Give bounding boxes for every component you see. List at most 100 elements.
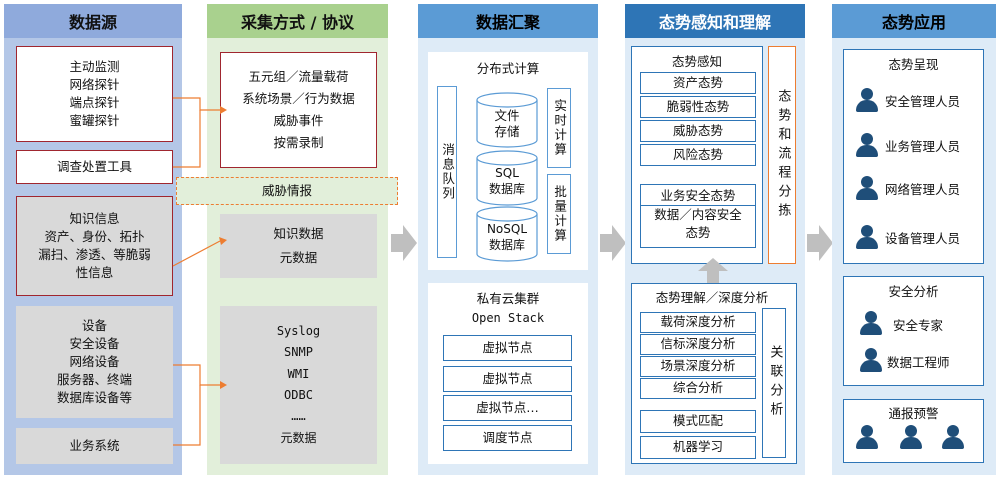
endpoint-probe: 端点探针 (69, 95, 120, 110)
nosql-db-label: NoSQL 数据库 (476, 218, 538, 258)
private-cloud-title: 私有云集群 (476, 291, 540, 306)
flow-arrow-3 (807, 225, 833, 261)
user-icon (900, 425, 922, 449)
sense-item-label: 风险态势 (672, 146, 723, 162)
analysis-label: 综合分析 (672, 380, 723, 396)
ml-box: 机器学习 (640, 436, 756, 459)
sense-title: 态势感知 (671, 54, 722, 69)
up-arrow (698, 258, 728, 284)
user-icon (860, 348, 882, 372)
user-icon (860, 311, 882, 335)
security-analysis-title: 安全分析 (888, 284, 939, 299)
header-label: 数据源 (68, 13, 117, 32)
message-queue-box: 消息队列 (437, 86, 457, 258)
flow-sorting-label: 态势和流程分拣 (775, 88, 791, 222)
flow-arrow-2 (600, 225, 626, 261)
investigation-tool-box: 调查处置工具 (16, 150, 173, 184)
role-label: 安全管理人员 (885, 94, 961, 109)
sense-item: 威胁态势 (640, 120, 756, 142)
batch-compute-box: 批量计算 (547, 174, 571, 254)
header-data-source: 数据源 (4, 4, 182, 38)
threat-intel-box: 威胁情报 (176, 177, 398, 205)
knowledge-box: 知识信息 资产、身份、拓扑 漏扫、渗透、等脆弱 性信息 (16, 196, 173, 296)
protocol-wmi: WMI (287, 366, 310, 381)
sql-db-cylinder (476, 150, 538, 206)
nosql-db-cylinder (476, 206, 538, 262)
active-monitoring-box: 主动监测 网络探针 端点探针 蜜罐探针 (16, 46, 173, 142)
protocol-syslog: Syslog (276, 323, 321, 338)
knowledge-vuln-2: 性信息 (75, 265, 114, 281)
knowledge-data-box: 知识数据 元数据 (220, 214, 377, 278)
flow-collection-box: 五元组／流量载荷 系统场景／行为数据 威胁事件 按需录制 (220, 52, 377, 168)
active-title: 主动监测 (69, 58, 120, 74)
biz-security-box: 业务安全态势 数据／内容安全 态势 (640, 184, 756, 248)
presentation-title: 态势呈现 (888, 57, 939, 72)
file-storage-label: 文件 存储 (476, 104, 538, 144)
flow-item: 按需录制 (273, 135, 324, 151)
metadata: 元数据 (279, 250, 318, 265)
analysis-label: 场景深度分析 (660, 358, 736, 374)
analyst-label: 数据工程师 (887, 355, 950, 370)
knowledge-asset: 资产、身份、拓扑 (44, 228, 145, 244)
sense-item-label: 资产态势 (672, 74, 723, 90)
scheduler-node: 调度节点 (443, 425, 572, 451)
sql-l1: SQL (495, 166, 519, 181)
protocol-ellipsis: …… (291, 409, 306, 424)
sense-item-label: 威胁态势 (672, 122, 723, 138)
knowledge-title: 知识信息 (69, 210, 120, 226)
file-l2: 存储 (494, 124, 520, 139)
honeypot-probe: 蜜罐探针 (69, 113, 120, 129)
user-icon (856, 133, 878, 157)
understand-title: 态势理解／深度分析 (655, 290, 769, 305)
sense-item-label: 脆弱性态势 (666, 98, 730, 114)
sql-l2: 数据库 (488, 182, 525, 196)
flow-item: 五元组／流量载荷 (248, 68, 349, 84)
user-icon (942, 425, 964, 449)
knowledge-data: 知识数据 (273, 225, 324, 241)
header-aggregation: 数据汇聚 (418, 4, 598, 38)
header-label: 数据汇聚 (475, 13, 540, 32)
flow-item: 系统场景／行为数据 (242, 90, 355, 106)
batch-label: 批量计算 (552, 185, 568, 243)
connector-lines (172, 97, 227, 446)
node-label: 虚拟节点… (476, 399, 539, 415)
virtual-node: 虚拟节点… (443, 395, 572, 421)
openstack-label: Open Stack (471, 311, 545, 325)
correlation-label: 关联分析 (767, 345, 783, 421)
user-icon (856, 176, 878, 200)
analysis-label: 信标深度分析 (660, 336, 736, 352)
user-icon (856, 225, 878, 249)
business-system-box: 业务系统 (16, 428, 173, 464)
analyst-label: 安全专家 (893, 318, 944, 333)
analysis-item: 信标深度分析 (640, 334, 756, 355)
alert-title: 通报预警 (888, 406, 939, 421)
virtual-node: 虚拟节点 (443, 335, 572, 361)
file-storage-cylinder (476, 92, 538, 148)
pattern-match-box: 模式匹配 (640, 410, 756, 433)
flow-arrow-1 (391, 225, 417, 261)
header-awareness: 态势感知和理解 (625, 4, 805, 38)
analysis-label: 载荷深度分析 (660, 314, 736, 330)
investigation-tool-label: 调查处置工具 (56, 158, 132, 174)
header-label: 态势应用 (881, 13, 946, 32)
threat-intel-label: 威胁情报 (261, 182, 312, 198)
distributed-title: 分布式计算 (476, 61, 540, 76)
sense-item: 脆弱性态势 (640, 96, 756, 118)
node-label: 虚拟节点 (482, 370, 533, 386)
user-icon (856, 425, 878, 449)
header-collection: 采集方式 / 协议 (207, 4, 388, 38)
file-l1: 文件 (494, 107, 520, 123)
device-server: 服务器、终端 (56, 372, 132, 388)
sense-item: 资产态势 (640, 72, 756, 94)
flow-item: 威胁事件 (273, 113, 324, 128)
header-label: 态势感知和理解 (658, 13, 771, 32)
node-label: 虚拟节点 (482, 339, 533, 355)
device-security: 安全设备 (69, 335, 120, 351)
node-label: 调度节点 (482, 429, 533, 445)
knowledge-vuln: 漏扫、渗透、等脆弱 (38, 247, 151, 262)
sense-item: 风险态势 (640, 144, 756, 166)
device-box: 设备 安全设备 网络设备 服务器、终端 数据库设备等 (16, 306, 173, 418)
sql-db-label: SQL 数据库 (476, 162, 538, 202)
business-system-label: 业务系统 (69, 437, 120, 453)
flow-sorting-box: 态势和流程分拣 (768, 46, 796, 264)
